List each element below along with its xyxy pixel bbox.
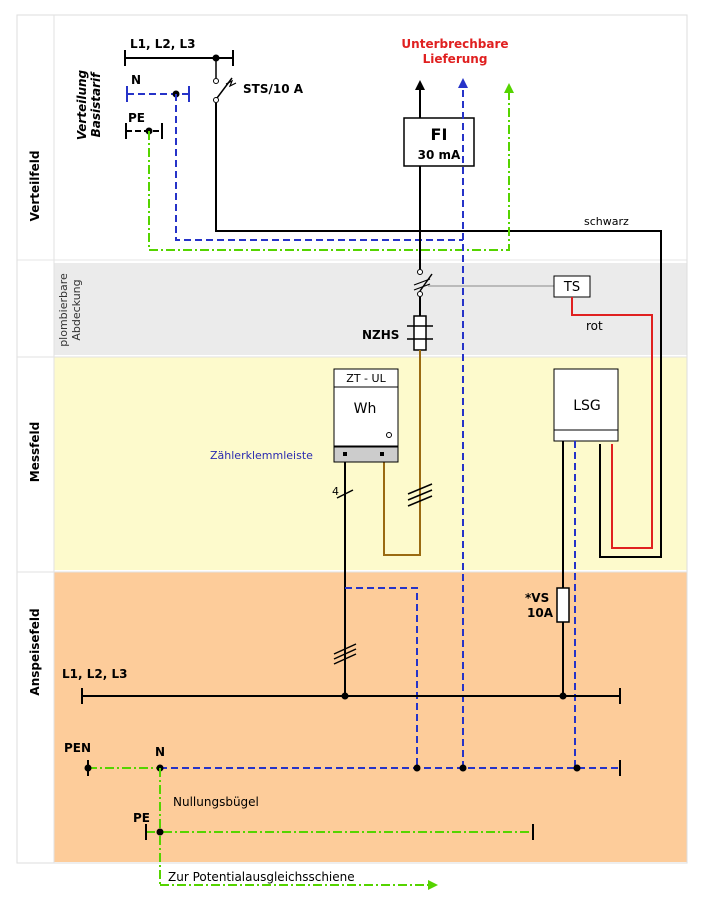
pe-top-wire bbox=[148, 83, 514, 251]
verteilfeld-panel bbox=[16, 14, 688, 261]
pe-bottom-label: PE bbox=[133, 811, 150, 825]
section-label-abdeckung-1: plombierbare bbox=[57, 273, 70, 347]
ts-label: TS bbox=[563, 280, 580, 295]
meter-zt-ul: ZT - UL bbox=[346, 372, 386, 385]
brown-wire-tick-2 bbox=[407, 489, 433, 501]
bottom-bus-label: L1, L2, L3 bbox=[62, 667, 127, 681]
section-label-abdeckung-2: Abdeckung bbox=[70, 279, 83, 340]
klemme-2 bbox=[380, 452, 384, 456]
unterbrechbar-label-1: Unterbrechbare bbox=[401, 37, 508, 51]
brown-wire bbox=[383, 350, 421, 556]
n-top-wire bbox=[175, 94, 463, 241]
schwarz-label: schwarz bbox=[584, 215, 629, 228]
ts-switch-mark-2 bbox=[413, 283, 431, 291]
lsg-label: LSG bbox=[573, 398, 601, 414]
n-node-lsg bbox=[573, 764, 581, 772]
feed-tick-1 bbox=[333, 643, 357, 655]
anspeisefeld-panel bbox=[54, 572, 687, 862]
zaehlerklemmleiste bbox=[333, 446, 399, 463]
fi-title: FI bbox=[431, 125, 448, 144]
section-label-anspeisefeld: Anspeisefeld bbox=[28, 608, 42, 695]
verteilung-label-2: Basistarif bbox=[89, 71, 103, 138]
bottom-phase-node-lsg bbox=[559, 692, 567, 700]
schwarz-wire bbox=[215, 103, 662, 558]
section-label-verteilfeld: Verteilfeld bbox=[28, 151, 42, 222]
pe-bottom-node bbox=[156, 828, 164, 836]
pen-label: PEN bbox=[64, 741, 91, 755]
brown-wire-tick-1 bbox=[407, 483, 433, 495]
meter-wh: Wh bbox=[354, 401, 377, 417]
sts-contact-top bbox=[213, 78, 219, 84]
feed-tick-3 bbox=[333, 653, 357, 665]
bottom-phase-node-meter bbox=[341, 692, 349, 700]
meter-feed-tick bbox=[336, 489, 354, 499]
pe-top-label: PE bbox=[128, 111, 145, 125]
sts-switch-blade bbox=[216, 77, 233, 99]
ts-switch-mark-1 bbox=[413, 278, 431, 286]
lsg-box bbox=[553, 368, 619, 442]
vs-label-1: *VS bbox=[525, 591, 549, 605]
n-bottom-label: N bbox=[155, 745, 165, 759]
pen-node bbox=[84, 764, 92, 772]
zaehlerklemmleiste-label: Zählerklemmleiste bbox=[210, 449, 313, 462]
four-label: 4 bbox=[332, 485, 339, 498]
unterbrechbar-label-2: Lieferung bbox=[423, 52, 488, 66]
verteilung-label-1: Verteilung bbox=[75, 69, 89, 140]
brown-wire-tick-3 bbox=[407, 495, 433, 507]
fi-rating: 30 mA bbox=[418, 148, 461, 162]
n-top-label: N bbox=[131, 73, 141, 87]
meter-neutral-wire bbox=[345, 587, 418, 768]
nzhs-label: NZHS bbox=[362, 328, 399, 342]
n-node-meter bbox=[413, 764, 421, 772]
nzhs-fuse bbox=[413, 315, 427, 351]
ts-switch-blade bbox=[419, 273, 433, 292]
meter-indicator bbox=[386, 432, 392, 438]
sts-contact-bottom bbox=[213, 97, 219, 103]
rot-label: rot bbox=[586, 319, 603, 333]
potential-label: Zur Potentialausgleichsschiene bbox=[168, 870, 355, 884]
ts-contact-bottom bbox=[417, 291, 423, 297]
rot-wire bbox=[571, 297, 653, 549]
sts-breaker-mark bbox=[225, 79, 237, 88]
sts-label: STS/10 A bbox=[243, 82, 304, 96]
outer-frame bbox=[16, 14, 688, 864]
vs-fuse bbox=[556, 587, 570, 623]
top-bus-label: L1, L2, L3 bbox=[130, 37, 195, 51]
nullungsbuegel-label: Nullungsbügel bbox=[173, 795, 259, 809]
feed-tick-2 bbox=[333, 648, 357, 660]
vs-label-2: 10A bbox=[527, 606, 554, 620]
klemme-1 bbox=[343, 452, 347, 456]
ts-contact-top bbox=[417, 269, 423, 275]
section-label-messfeld: Messfeld bbox=[28, 422, 42, 482]
n-node-unterbrechbar bbox=[459, 764, 467, 772]
